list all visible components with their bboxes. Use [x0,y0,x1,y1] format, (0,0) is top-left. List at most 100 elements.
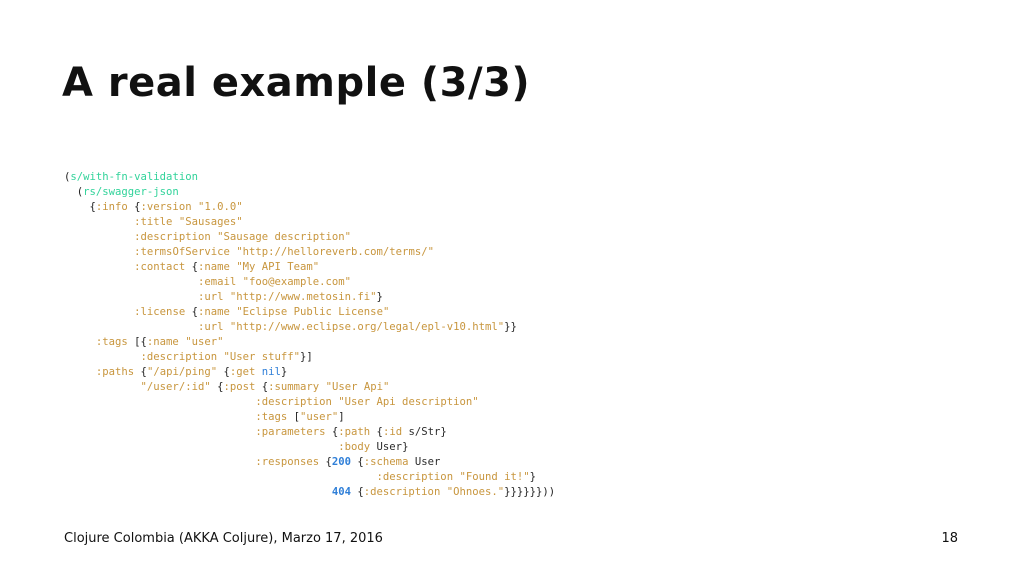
code-keyword: :description [255,396,332,408]
code-keyword: :tags [95,336,128,348]
code-punctuation: { [127,201,141,213]
code-line: :description "Found it!"} [64,470,555,485]
code-keyword: :name [197,261,230,273]
code-punctuation: ( [64,186,84,198]
code-line: "/user/:id" {:post {:summary "User Api" [64,380,555,395]
code-punctuation [64,261,134,273]
code-punctuation [64,246,134,258]
code-identifier: User [414,456,441,468]
code-string: "Found it!" [459,471,530,483]
code-symbol: s/with-fn-validation [70,171,198,183]
code-keyword: :id [382,426,403,438]
code-string: "user" [300,411,339,423]
code-string: "http://www.eclipse.org/legal/epl-v10.ht… [229,321,505,333]
code-keyword: :contact [134,261,186,273]
code-line: {:info {:version "1.0.0" [64,200,555,215]
code-string: "User Api" [325,381,390,393]
code-line: (rs/swagger-json [64,185,555,200]
code-line: :responses {200 {:schema User [64,455,555,470]
code-keyword: :get [229,366,256,378]
code-line: :body User} [64,440,555,455]
code-string: "http://www.metosin.fi" [229,291,377,303]
code-line: :url "http://www.metosin.fi"} [64,290,555,305]
code-punctuation: { [217,366,230,378]
code-punctuation [64,396,255,408]
code-line: :title "Sausages" [64,215,555,230]
code-string: "Sausages" [178,216,243,228]
code-keyword: :info [95,201,128,213]
code-keyword: :name [197,306,230,318]
code-punctuation: } [440,426,447,438]
code-keyword: :schema [363,456,409,468]
code-keyword: :tags [255,411,288,423]
code-punctuation: }} [504,321,517,333]
code-punctuation: { [351,486,364,498]
code-nil: nil [261,366,281,378]
code-block: (s/with-fn-validation (rs/swagger-json {… [64,170,555,500]
code-punctuation [64,441,338,453]
code-string: "foo@example.com" [242,276,352,288]
page-number: 18 [941,531,958,546]
code-string: "Sausage description" [217,231,352,243]
code-keyword: :description [140,351,218,363]
code-punctuation: { [370,426,383,438]
code-keyword: :body [338,441,371,453]
code-line: :description "User stuff"}] [64,350,555,365]
code-keyword: :path [338,426,371,438]
code-punctuation: }}}}}})) [504,486,556,498]
code-string: "http://helloreverb.com/terms/" [236,246,434,258]
code-punctuation [64,231,134,243]
code-punctuation: { [351,456,364,468]
code-keyword: :description [134,231,211,243]
code-punctuation [64,381,141,393]
code-keyword: :description [363,486,441,498]
code-string: "User stuff" [223,351,301,363]
code-line: :url "http://www.eclipse.org/legal/epl-v… [64,320,555,335]
code-punctuation: ( [64,171,71,183]
code-string: "/api/ping" [146,366,218,378]
code-punctuation: { [210,381,224,393]
code-punctuation [64,276,198,288]
code-punctuation: } [402,441,409,453]
code-punctuation: { [325,426,339,438]
code-line: :email "foo@example.com" [64,275,555,290]
code-punctuation: } [280,366,288,378]
code-string: "user" [185,336,224,348]
code-keyword: :email [197,276,237,288]
code-keyword: :description [376,471,454,483]
code-string: "Ohnoes." [446,486,505,498]
code-line: :contact {:name "My API Team" [64,260,555,275]
slide-title: A real example (3/3) [62,60,531,106]
code-punctuation [64,321,198,333]
code-punctuation: { [319,456,332,468]
code-keyword: :paths [95,366,135,378]
code-punctuation [64,336,96,348]
code-punctuation [64,291,198,303]
code-keyword: :license [134,306,186,318]
code-line: (s/with-fn-validation [64,170,555,185]
code-line: :description "Sausage description" [64,230,555,245]
code-punctuation [64,366,96,378]
code-string: "1.0.0" [197,201,243,213]
code-punctuation: [{ [127,336,147,348]
code-punctuation [64,306,134,318]
code-string: "My API Team" [236,261,320,273]
code-punctuation: { [64,201,96,213]
code-line: :description "User Api description" [64,395,555,410]
code-keyword: :url [197,291,224,303]
code-keyword: :summary [268,381,320,393]
code-keyword: :version [140,201,192,213]
code-punctuation: { [185,306,198,318]
code-keyword: :termsOfService [134,246,230,258]
code-keyword: :responses [255,456,320,468]
code-line: :license {:name "Eclipse Public License" [64,305,555,320]
slide-footer: Clojure Colombia (AKKA Coljure), Marzo 1… [64,531,383,546]
code-symbol: rs/swagger-json [83,186,179,198]
code-punctuation [64,471,377,483]
code-punctuation: { [185,261,198,273]
code-string: "User Api description" [338,396,479,408]
code-keyword: :url [197,321,224,333]
code-keyword: :parameters [255,426,326,438]
code-line: :termsOfService "http://helloreverb.com/… [64,245,555,260]
code-keyword: :name [146,336,179,348]
